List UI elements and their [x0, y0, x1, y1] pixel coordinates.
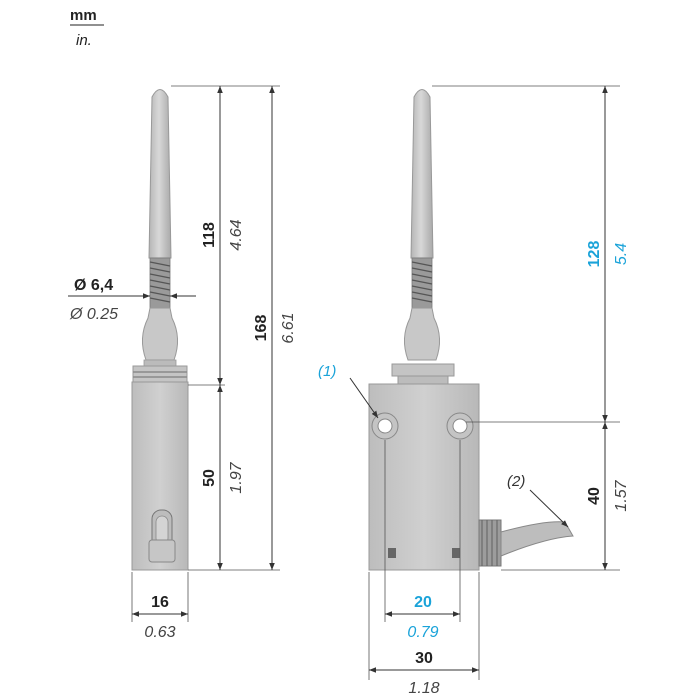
dim-lever-in: 4.64 [228, 219, 245, 250]
unit-in-label: in. [76, 32, 92, 49]
side-neck [143, 359, 177, 367]
dim-spacing-in: 0.79 [407, 624, 438, 641]
dim-spring-mm: Ø 6,4 [74, 277, 113, 294]
mounting-hole-right [446, 412, 474, 440]
dim-width-mm: 16 [151, 594, 169, 611]
dim-spring-in: Ø 0.25 [69, 306, 118, 323]
unit-mm-label: mm [70, 7, 97, 24]
dim-lever-mm: 118 [201, 222, 218, 248]
front-lever-rod [410, 89, 434, 259]
dim-body-mm: 50 [201, 469, 218, 487]
bottom-slot-left [388, 548, 396, 558]
dim-front-lever-mm: 128 [586, 241, 603, 268]
note-2-leader [529, 489, 569, 528]
dim-front-width-mm: 30 [415, 650, 433, 667]
dim-spacing-mm: 20 [414, 594, 432, 611]
units-legend: mm in. [70, 7, 104, 49]
front-view: (1) (2) 128 5.4 40 1.57 20 0.79 30 1.18 [318, 85, 630, 697]
note-2-label: (2) [507, 473, 525, 490]
dim-front-width-in: 1.18 [408, 680, 439, 697]
dim-front-lever-in: 5.4 [613, 243, 630, 265]
dim-total-in: 6.61 [280, 312, 297, 343]
dim-front-body-in: 1.57 [613, 479, 630, 511]
side-spring [149, 257, 171, 309]
front-ball-joint [404, 307, 440, 361]
mounting-hole-left [371, 412, 399, 440]
front-body [368, 383, 480, 571]
bottom-slot-right [452, 548, 460, 558]
side-view: 118 4.64 50 1.97 168 6.61 Ø 6,4 Ø 0.25 1… [68, 85, 297, 641]
side-ball-joint [142, 307, 178, 361]
front-collar [391, 363, 455, 377]
note-1-label: (1) [318, 363, 336, 380]
dim-body-in: 1.97 [228, 461, 245, 493]
side-cable-gland [148, 509, 176, 563]
dim-total-mm: 168 [253, 315, 270, 342]
cable [500, 521, 574, 557]
front-spring [411, 257, 433, 309]
cable-gland [478, 519, 574, 567]
note-1-leader [349, 377, 379, 419]
dim-front-body-mm: 40 [586, 487, 603, 505]
side-lever-rod [148, 89, 172, 259]
dim-width-in: 0.63 [144, 624, 175, 641]
side-collar [132, 365, 188, 383]
